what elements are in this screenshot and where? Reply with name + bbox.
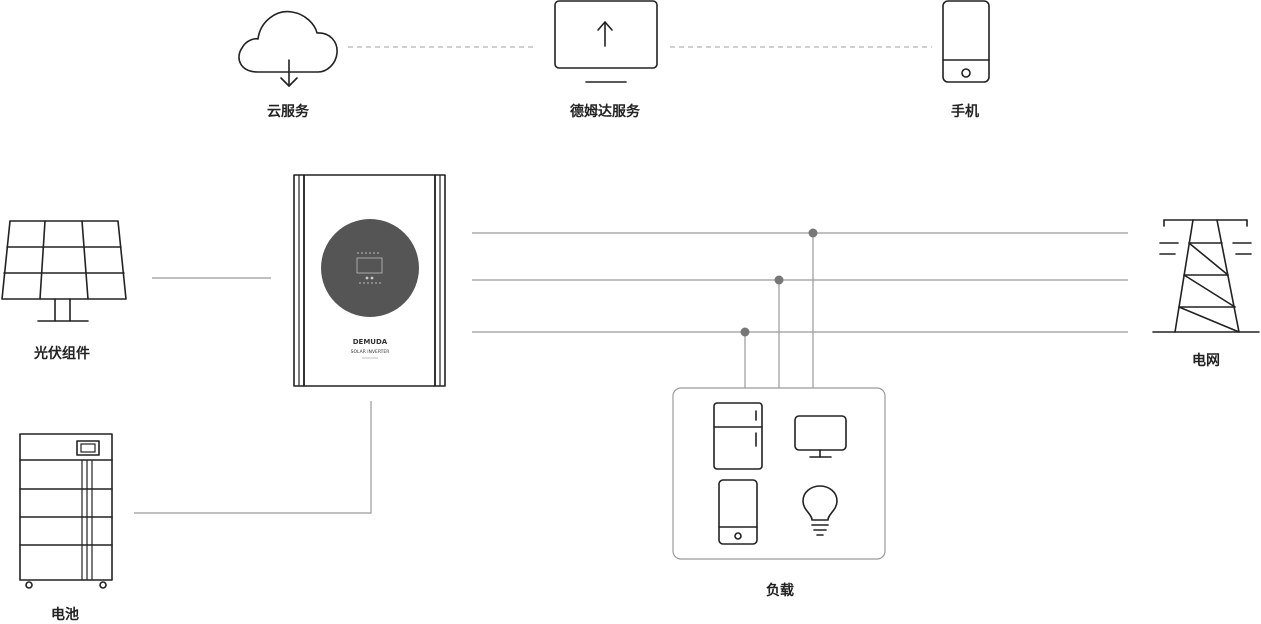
tv-icon <box>794 415 847 458</box>
monitor-upload-icon <box>554 0 658 83</box>
phone-label: 手机 <box>951 104 979 120</box>
solar-panel-icon <box>1 220 127 322</box>
load-label: 负载 <box>766 583 794 599</box>
fridge-icon <box>713 402 763 470</box>
transmission-tower-icon <box>1152 219 1260 333</box>
junction-node-1 <box>808 228 818 238</box>
junction-node-3 <box>740 327 750 337</box>
load-phone-icon <box>718 479 758 545</box>
load-box <box>672 387 886 560</box>
demuda-service-label: 德姆达服务 <box>570 104 640 120</box>
inverter-model: SOLAR INVERTER <box>351 349 390 355</box>
battery-wire <box>134 401 372 514</box>
phone-icon <box>942 0 990 83</box>
inverter-icon: DEMUDA SOLAR INVERTER <box>293 174 446 387</box>
inverter-brand: DEMUDA <box>353 338 388 346</box>
battery-cabinet-icon <box>19 433 113 589</box>
battery-label: 电池 <box>51 607 79 623</box>
junction-node-2 <box>774 275 784 285</box>
grid-label: 电网 <box>1192 353 1220 369</box>
light-bulb-icon <box>802 485 838 536</box>
inverter-dial <box>321 219 419 317</box>
cloud-label: 云服务 <box>267 104 309 120</box>
pv-label: 光伏组件 <box>34 346 90 362</box>
cloud-download-icon <box>238 10 338 87</box>
